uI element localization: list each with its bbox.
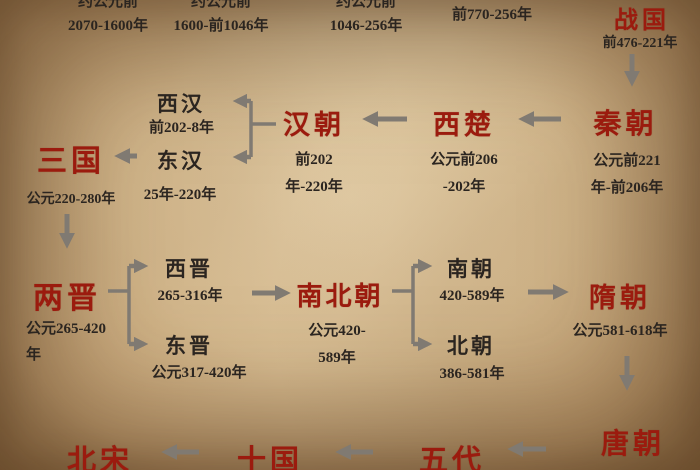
node-han-dates: 前202 年-220年 <box>278 147 350 201</box>
xia-dates-line1: 约公元前 <box>77 0 138 10</box>
node-nanchao: 南朝 <box>447 257 495 281</box>
node-qin-dates: 公元前221 年-前206年 <box>584 148 670 202</box>
beichao-dates-line1: 386-581年 <box>439 366 505 382</box>
node-xihan-dates: 前202-8年 <box>134 115 229 142</box>
node-xichu: 西楚 <box>433 110 495 140</box>
node-xijin: 西晋 <box>165 257 213 281</box>
node-dongjin: 东晋 <box>165 334 213 358</box>
node-zhanguo: 战国 <box>614 8 670 34</box>
node-xihan: 西汉 <box>157 92 205 116</box>
nanbeichao-dates-line1: 公元420- <box>308 323 366 339</box>
node-sanguo: 三国 <box>37 145 105 178</box>
shang-dates-line1: 约公元前 <box>190 0 251 10</box>
donghan-dates-line1: 25年-220年 <box>143 187 217 203</box>
zhou-dates-line1: 约公元前 <box>335 0 396 10</box>
node-beichao: 北朝 <box>447 334 495 358</box>
node-wudai: 五代 <box>418 445 485 470</box>
liangjin-dates-line1: 公元265-420 <box>26 321 106 337</box>
qin-dates-line1: 公元前221 <box>593 153 661 169</box>
dongzhou-dates-line1: 前770-256年 <box>452 7 532 23</box>
sui-dates-line1: 公元581-618年 <box>572 323 668 339</box>
node-liangjin: 两晋 <box>33 282 101 315</box>
node-beisong: 北宋 <box>66 445 133 470</box>
node-shiguo: 十国 <box>236 445 303 470</box>
node-xia-dates: 约公元前 2070-1600年 <box>52 0 164 38</box>
xijin-dates-line1: 265-316年 <box>157 288 223 304</box>
node-dongjin-dates: 公元317-420年 <box>142 360 256 387</box>
nanbeichao-dates-line2: 589年 <box>318 350 356 366</box>
zhou-dates-line2: 1046-256年 <box>329 18 403 34</box>
node-sui: 隋朝 <box>589 283 651 313</box>
xichu-dates-line2: -202年 <box>442 179 486 195</box>
node-donghan-dates: 25年-220年 <box>130 182 230 209</box>
sanguo-dates-line1: 公元220-280年 <box>26 192 116 207</box>
dongjin-dates-line1: 公元317-420年 <box>151 365 247 381</box>
node-nanbeichao: 南北朝 <box>296 282 384 311</box>
nanchao-dates-line1: 420-589年 <box>439 288 505 304</box>
node-nanbeichao-dates: 公元420- 589年 <box>294 318 380 372</box>
node-beichao-dates: 386-581年 <box>430 361 514 388</box>
node-nanchao-dates: 420-589年 <box>430 283 514 310</box>
han-dates-line1: 前202 <box>295 152 333 168</box>
node-sanguo-dates: 公元220-280年 <box>16 186 126 213</box>
node-qin: 秦朝 <box>593 109 658 140</box>
liangjin-dates-line2: 年 <box>26 347 42 363</box>
shang-dates-line2: 1600-前1046年 <box>173 18 269 34</box>
node-zhou-dates: 约公元前 1046-256年 <box>308 0 424 38</box>
node-donghan: 东汉 <box>157 149 205 173</box>
node-liangjin-dates: 公元265-420 年 <box>26 316 134 368</box>
xihan-dates-line1: 前202-8年 <box>149 120 214 136</box>
xia-dates-line2: 2070-1600年 <box>68 18 148 34</box>
node-zhanguo-dates: 前476-221年 <box>590 30 690 57</box>
node-han: 汉朝 <box>283 110 345 140</box>
node-sui-dates: 公元581-618年 <box>560 318 680 345</box>
node-xijin-dates: 265-316年 <box>148 283 232 310</box>
node-shang-dates: 约公元前 1600-前1046年 <box>158 0 284 38</box>
zhanguo-dates-line1: 前476-221年 <box>602 36 678 51</box>
qin-dates-line2: 年-前206年 <box>590 180 664 196</box>
han-dates-line2: 年-220年 <box>285 179 343 195</box>
node-dongzhou-dates: 前770-256年 <box>436 2 548 29</box>
node-tang: 唐朝 <box>600 429 665 460</box>
xichu-dates-line1: 公元前206 <box>430 152 498 168</box>
node-xichu-dates: 公元前206 -202年 <box>420 147 508 201</box>
